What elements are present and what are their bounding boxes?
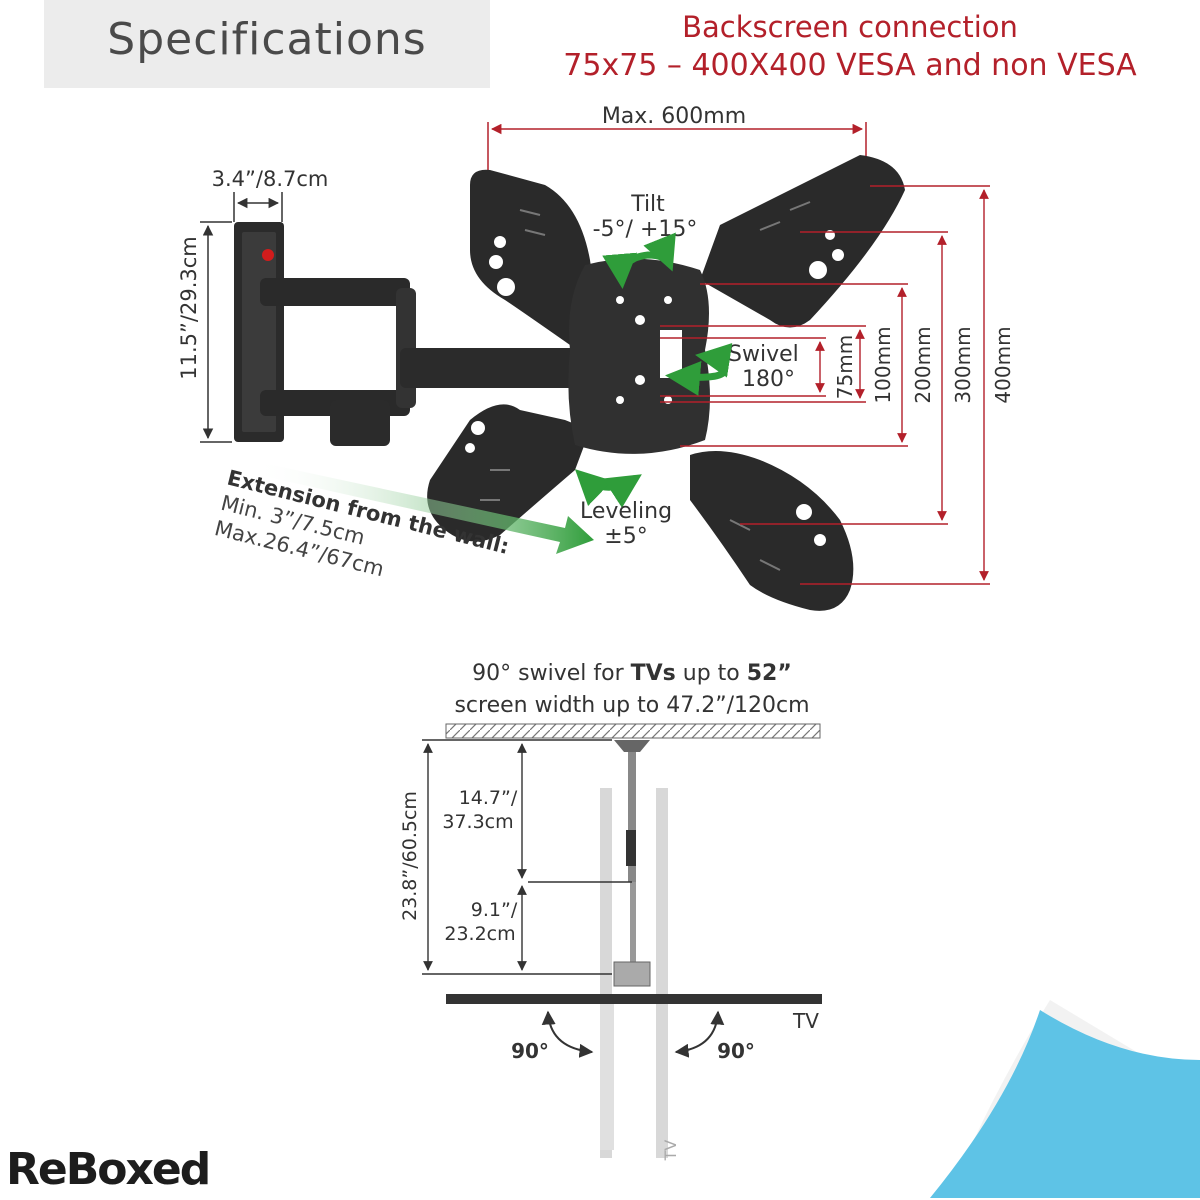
extension-arrow-icon xyxy=(254,462,594,554)
lower-arm-inch-label: 9.1”/ xyxy=(471,899,518,921)
rotate-left-arrow-icon xyxy=(541,1010,594,1058)
angle-right-label: 90° xyxy=(717,1039,755,1063)
vesa-75mm-label: 75mm xyxy=(833,335,857,399)
swing-arm xyxy=(260,278,622,446)
angle-left-label: 90° xyxy=(511,1039,549,1063)
wall-plate-width-label: 3.4”/8.7cm xyxy=(212,167,329,191)
topview-dimensions xyxy=(422,739,632,975)
rotate-right-arrow-icon xyxy=(674,1010,725,1058)
reboxed-logo: ReBoxed xyxy=(6,1144,211,1195)
leveling-label: Leveling xyxy=(580,499,672,524)
swivel-capacity-caption: 90° swivel for TVs up to 52” xyxy=(472,661,792,686)
tv-rotated-label: TV xyxy=(661,1140,680,1162)
swivel-annotation: Swivel 180° xyxy=(665,342,799,396)
vesa-300mm-label: 300mm xyxy=(951,326,975,403)
red-indicator-dot xyxy=(262,249,274,261)
specifications-header-box: Specifications xyxy=(44,0,490,88)
topview-tv: TV TV xyxy=(446,994,822,1161)
vesa-range-subtitle: 75x75 – 400X400 VESA and non VESA xyxy=(563,48,1137,83)
bracket-center-plate xyxy=(568,258,710,454)
total-depth-label: 23.8”/60.5cm xyxy=(399,791,421,921)
topview-tv-ghosts xyxy=(600,788,668,1158)
vesa-dimensions xyxy=(660,185,990,585)
tilt-value: -5°/ +15° xyxy=(593,217,698,242)
bracket-arm-top-right xyxy=(700,155,905,328)
swivel-label: Swivel xyxy=(728,342,799,367)
vesa-100mm-label: 100mm xyxy=(871,326,895,403)
leveling-annotation: Leveling ±5° xyxy=(574,469,672,549)
bracket-arm-bottom-right xyxy=(690,451,854,611)
lower-arm-cm-label: 23.2cm xyxy=(444,923,515,945)
leveling-arrow-icon xyxy=(574,469,642,508)
vesa-200mm-label: 200mm xyxy=(911,326,935,403)
tilt-annotation: Tilt -5°/ +15° xyxy=(593,192,698,289)
tv-label: TV xyxy=(792,1009,819,1033)
upper-arm-inch-label: 14.7”/ xyxy=(459,787,518,809)
leveling-value: ±5° xyxy=(604,524,647,549)
bracket-arm-top-left xyxy=(470,169,600,345)
rotation-arrows: 90° 90° xyxy=(511,1010,755,1063)
swivel-arrow-icon xyxy=(665,342,733,396)
vesa-400mm-label: 400mm xyxy=(991,326,1015,403)
vesa-size-labels: 75mm 100mm 200mm 300mm 400mm xyxy=(833,326,1015,403)
max-width-dimension: Max. 600mm xyxy=(487,104,867,175)
page-curl-corner xyxy=(930,1000,1200,1198)
wall-plate-height-label: 11.5”/29.3cm xyxy=(177,236,201,379)
wall-plate-width-dimension: 3.4”/8.7cm xyxy=(212,167,329,222)
swivel-value: 180° xyxy=(742,367,795,392)
tilt-arrow-icon xyxy=(602,232,676,289)
upper-arm-cm-label: 37.3cm xyxy=(442,811,513,833)
backscreen-connection-title: Backscreen connection xyxy=(682,10,1018,44)
wall-plate-height-dimension: 11.5”/29.3cm xyxy=(177,221,232,443)
topview-wall xyxy=(445,723,821,739)
vesa-bracket xyxy=(427,155,905,611)
topview-arm xyxy=(613,740,651,987)
max-width-label: Max. 600mm xyxy=(602,104,746,129)
screen-width-caption: screen width up to 47.2”/120cm xyxy=(454,693,809,718)
page-title: Specifications xyxy=(107,14,427,65)
tilt-label: Tilt xyxy=(630,192,665,217)
